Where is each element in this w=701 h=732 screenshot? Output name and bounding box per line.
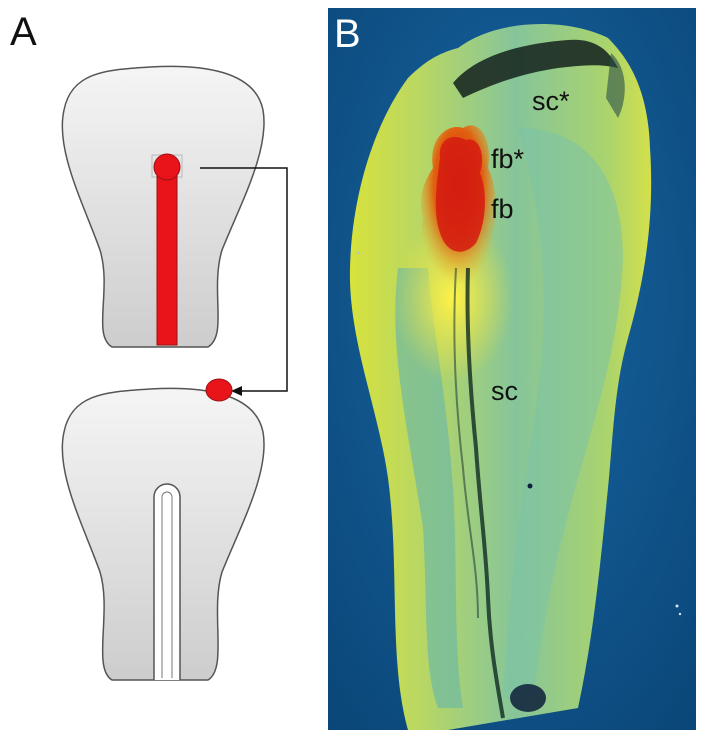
speckle bbox=[676, 605, 679, 608]
label-fb: fb bbox=[491, 196, 514, 223]
panel-a-diagram bbox=[0, 0, 330, 732]
host-graft bbox=[206, 379, 232, 401]
label-fb-star: fb* bbox=[491, 146, 524, 173]
label-sc: sc bbox=[491, 378, 518, 405]
red-graft-core bbox=[436, 137, 485, 252]
speckle bbox=[679, 613, 681, 615]
transplant-arrowhead-icon bbox=[231, 386, 242, 396]
donor-neural-tube bbox=[157, 167, 177, 345]
host-neural-tube bbox=[154, 484, 180, 680]
panel-b-micrograph: B sc* fb* fb sc bbox=[328, 8, 696, 730]
micrograph-image bbox=[328, 8, 696, 730]
panel-b-letter: B bbox=[334, 14, 361, 54]
dark-dot bbox=[528, 484, 533, 489]
label-sc-star: sc* bbox=[532, 88, 570, 115]
speckle bbox=[357, 252, 359, 254]
dark-spot-bottom bbox=[510, 684, 546, 712]
donor-graft-tip bbox=[154, 154, 180, 180]
